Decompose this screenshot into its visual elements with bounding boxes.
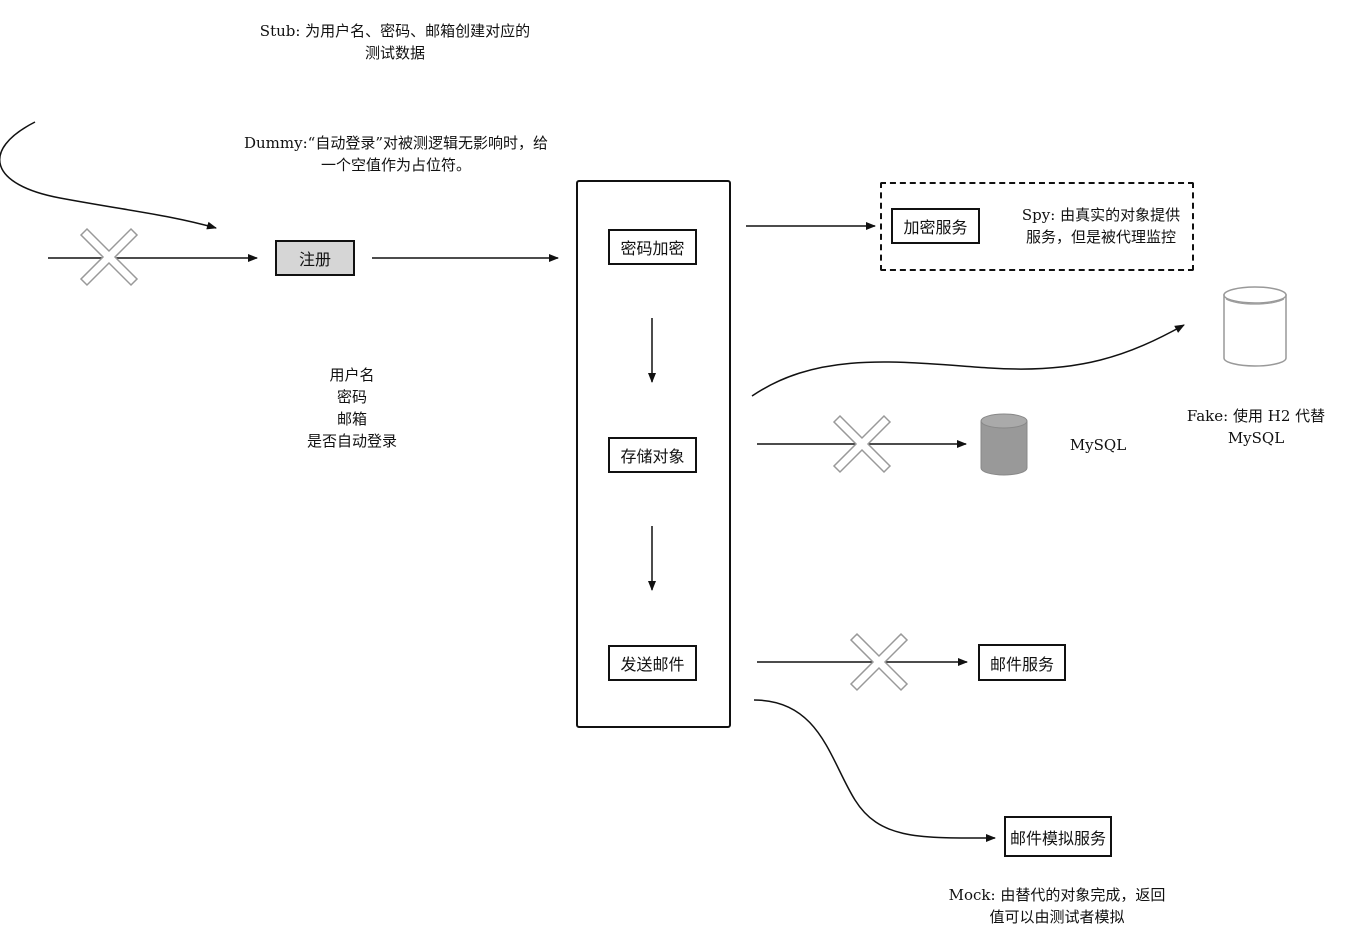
mysql-label: MySQL	[1069, 436, 1127, 454]
mock-note: Mock: 由替代的对象完成，返回 值可以由测试者模拟	[948, 886, 1166, 926]
stub-note: Stub: 为用户名、密码、邮箱创建对应的 测试数据	[259, 22, 531, 62]
cross-icon-input	[79, 227, 139, 287]
store-box: 存储对象	[608, 437, 697, 473]
cross-icon-mysql	[832, 414, 892, 474]
fake-curve-arrow	[751, 324, 1185, 397]
encrypt-box: 密码加密	[608, 229, 697, 265]
fake-note: Fake: 使用 H2 代替 MySQL	[1186, 407, 1326, 447]
params-note: 用户名 密码 邮箱 是否自动登录	[306, 366, 397, 450]
dummy-curve-arrow	[0, 121, 217, 230]
spy-boundary	[880, 182, 1194, 271]
cross-icon-mail	[849, 632, 909, 692]
send-mail-box: 发送邮件	[608, 645, 697, 681]
flow-container	[576, 180, 731, 728]
register-box: 注册	[275, 240, 355, 276]
fake-database-icon	[1223, 286, 1287, 367]
encrypt-service-box: 加密服务	[891, 208, 980, 244]
dummy-note: Dummy:“自动登录”对被测逻辑无影响时，给 一个空值作为占位符。	[243, 134, 548, 174]
mail-service-box: 邮件服务	[978, 644, 1066, 681]
spy-note: Spy: 由真实的对象提供 服务，但是被代理监控	[1021, 206, 1181, 246]
mock-curve-arrow	[753, 699, 996, 843]
mail-mock-service-box: 邮件模拟服务	[1004, 816, 1112, 857]
mysql-database-icon	[980, 413, 1028, 476]
